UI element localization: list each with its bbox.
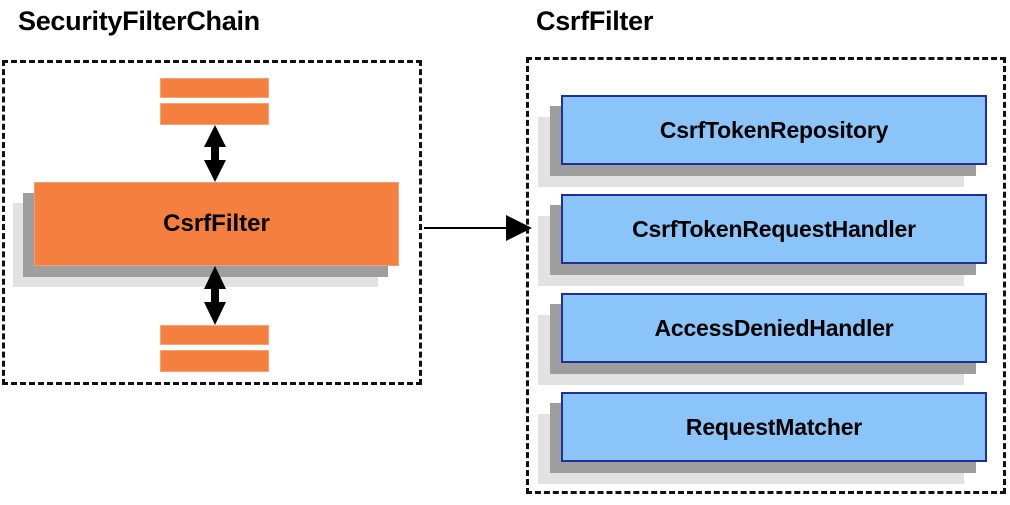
anonymous-filter-stripe-above-1 (160, 78, 269, 98)
card-access-denied-handler[interactable]: AccessDeniedHandler (538, 293, 987, 385)
double-arrow-above-csrf-filter (199, 125, 231, 182)
panel-title-csrf-filter: CsrfFilter (536, 6, 654, 36)
card-csrf-token-request-handler[interactable]: CsrfTokenRequestHandler (538, 194, 987, 286)
anonymous-filter-stripe-below-1 (160, 325, 269, 345)
card-csrf-token-request-handler-label: CsrfTokenRequestHandler (561, 194, 987, 264)
card-csrf-filter-label: CsrfFilter (34, 182, 399, 266)
double-arrow-below-csrf-filter (199, 266, 231, 325)
card-request-matcher[interactable]: RequestMatcher (538, 392, 987, 484)
panel-frame-csrf-filter (526, 57, 1006, 494)
panel-frame-security-filter-chain (2, 60, 422, 385)
card-csrf-token-repository[interactable]: CsrfTokenRepository (538, 95, 987, 187)
card-request-matcher-label: RequestMatcher (561, 392, 987, 462)
card-access-denied-handler-label: AccessDeniedHandler (561, 293, 987, 363)
card-csrf-token-repository-label: CsrfTokenRepository (561, 95, 987, 165)
anonymous-filter-stripe-below-2 (160, 350, 269, 372)
connector-arrow-csrf-filter-to-detail (424, 214, 534, 242)
panel-title-security-filter-chain: SecurityFilterChain (18, 6, 260, 36)
anonymous-filter-stripe-above-2 (160, 103, 269, 125)
card-csrf-filter[interactable]: CsrfFilter (13, 182, 399, 287)
